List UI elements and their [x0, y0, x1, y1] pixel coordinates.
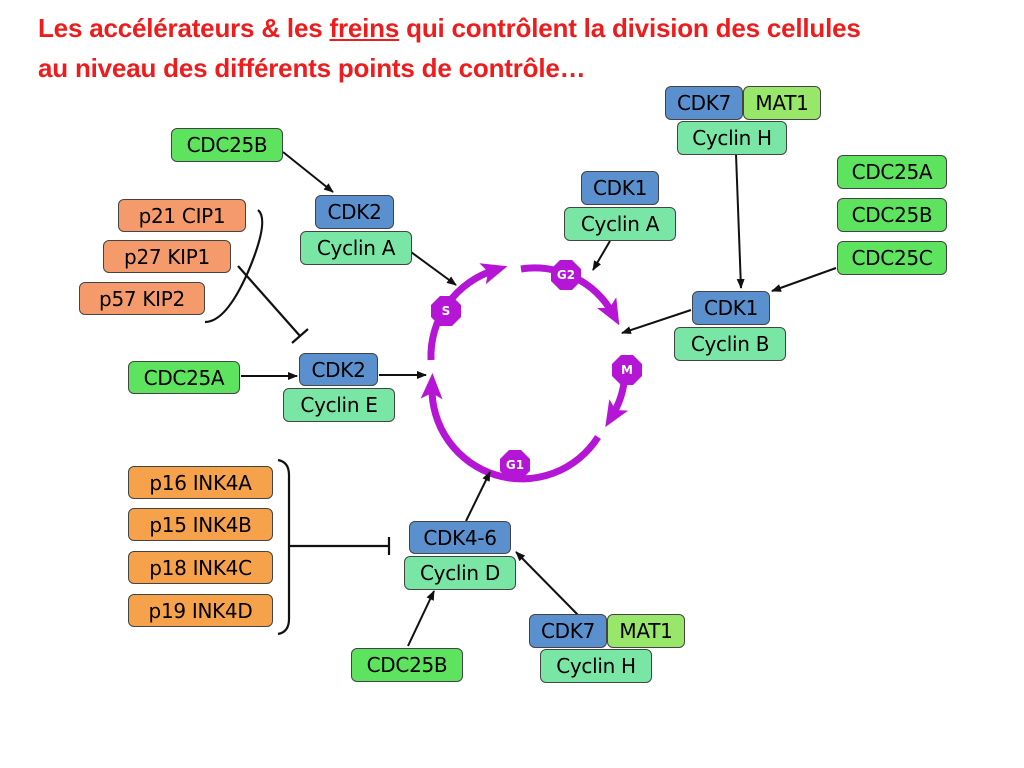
cyclin-h-bottom-box: Cyclin H — [540, 649, 652, 683]
cdk1-cyclin-a-kinase-box: CDK1 — [581, 171, 659, 205]
p19-ink4d-box: p19 INK4D — [128, 594, 273, 627]
arrow-cyclin-a-to-s — [410, 251, 457, 286]
cyclin-a-top-box: Cyclin A — [564, 207, 676, 241]
cdk2-cyclin-e-kinase-box: CDK2 — [299, 353, 378, 386]
bracket-ink4 — [277, 458, 291, 636]
cyclin-h-top-box: Cyclin H — [677, 121, 787, 155]
mat1-top-box: MAT1 — [743, 86, 821, 120]
cdk4-6-box: CDK4-6 — [409, 521, 511, 554]
p21-cip1-box: p21 CIP1 — [118, 199, 246, 232]
arrow-cdc25c-to-cdk1 — [771, 267, 837, 292]
arrow-cyclin-a-to-g2 — [592, 240, 611, 271]
p18-ink4c-box: p18 INK4C — [128, 551, 273, 584]
page-title: Les accélérateurs & les freins qui contr… — [38, 8, 1008, 88]
p16-ink4a-box: p16 INK4A — [128, 466, 273, 499]
p27-kip1-box: p27 KIP1 — [103, 240, 231, 273]
arrow-cdk7-to-cdk46 — [515, 551, 580, 617]
arrow-cdc25b-to-cyclin-d — [407, 590, 435, 647]
cdk7-bottom-box: CDK7 — [529, 614, 607, 648]
cdk2-cyclin-a-kinase-box: CDK2 — [315, 195, 394, 229]
arrow-cdk46-to-g1 — [465, 471, 491, 522]
cdc25c-right-box: CDC25C — [837, 241, 947, 275]
cyclin-a-left-box: Cyclin A — [300, 231, 412, 265]
cdk7-top-box: CDK7 — [665, 86, 743, 120]
bracket-cip-kip — [204, 209, 264, 324]
cdc25b-top-box: CDC25B — [171, 128, 283, 162]
title-underlined-word: freins — [329, 13, 400, 43]
cdc25b-right-box: CDC25B — [837, 198, 947, 232]
arrow-cdk1-to-m — [621, 309, 692, 334]
phase-s-marker: S — [431, 296, 461, 326]
phase-g1-marker: G1 — [500, 450, 530, 480]
mat1-bottom-box: MAT1 — [607, 614, 685, 648]
cyclin-e-box: Cyclin E — [283, 388, 395, 422]
p15-ink4b-box: p15 INK4B — [128, 508, 273, 541]
cdc25b-bottom-box: CDC25B — [351, 648, 463, 682]
cdc25a-right-box: CDC25A — [837, 155, 947, 189]
arrow-cdc25b-to-cdk2 — [282, 151, 334, 193]
cdc25a-left-box: CDC25A — [128, 361, 240, 394]
cdk1-cyclin-b-kinase-box: CDK1 — [692, 291, 770, 325]
p57-kip2-box: p57 KIP2 — [79, 282, 205, 315]
cell-cycle-ring — [420, 263, 629, 483]
inhibition-bar-cdk2 — [291, 328, 309, 344]
cyclin-d-box: Cyclin D — [404, 556, 516, 590]
cycle-arc-g1-to-s — [420, 373, 601, 483]
arrow-cyclin-h-to-cdk1 — [735, 153, 745, 289]
phase-g2-marker: G2 — [551, 260, 581, 290]
cyclin-b-box: Cyclin B — [674, 327, 786, 361]
title-line-2: au niveau des différents points de contr… — [38, 53, 586, 83]
phase-m-marker: M — [612, 355, 642, 385]
title-line-1: Les accélérateurs & les freins qui contr… — [38, 13, 861, 43]
inhibition-cip-kip-to-cdk2 — [237, 265, 301, 337]
